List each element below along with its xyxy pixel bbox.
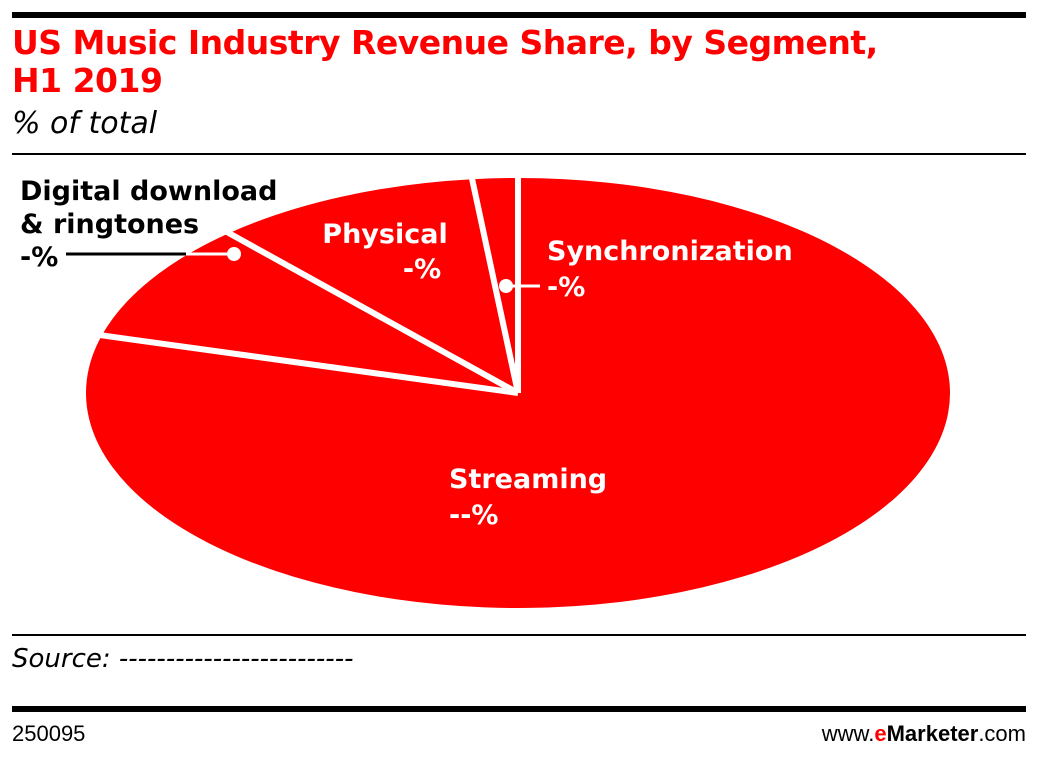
- pie-labels: Streaming--%Digital download& ringtones-…: [20, 176, 793, 531]
- slice-value-streaming: --%: [449, 500, 498, 531]
- pie-divider-line: [225, 229, 520, 396]
- top-rule: [12, 12, 1026, 18]
- chart-title-line-1: US Music Industry Revenue Share, by Segm…: [12, 23, 878, 62]
- source-value: -------------------------: [118, 644, 354, 674]
- pie-divider-line: [468, 176, 521, 394]
- pie-slices: [86, 178, 951, 609]
- slice-value-digital-download-ringtones: -%: [20, 242, 58, 273]
- leader-dot-synchronization: [499, 279, 513, 293]
- leader-dot-digital-download-ringtones: [227, 247, 241, 261]
- slice-label-digital-download-ringtones: Digital download: [20, 176, 277, 207]
- pie-leader-lines: [66, 247, 540, 293]
- brand-prefix: www.: [821, 721, 875, 746]
- source-label: Source:: [12, 644, 111, 674]
- pie-slice-physical: [228, 179, 518, 393]
- chart-id: 250095: [12, 721, 86, 746]
- slice-label-synchronization: Synchronization: [547, 236, 793, 267]
- footer-divider: [12, 634, 1026, 636]
- chart-subtitle: % of total: [12, 106, 158, 141]
- pie-slice-digital-download-ringtones: [101, 233, 519, 393]
- chart-title: US Music Industry Revenue Share, by Segm…: [12, 24, 1012, 100]
- pie-chart: Streaming--%Digital download& ringtones-…: [20, 176, 951, 609]
- brand-link[interactable]: www.eMarketer.com: [822, 721, 1026, 747]
- bottom-rule: [12, 706, 1026, 712]
- slice-label-digital-download-ringtones: & ringtones: [20, 209, 199, 240]
- pie-slice-streaming: [86, 178, 951, 609]
- brand-name: Marketer: [886, 721, 979, 746]
- pie-divider-line: [99, 332, 519, 396]
- brand-suffix: .com: [978, 721, 1026, 746]
- header-divider: [12, 153, 1026, 155]
- chart-title-line-2: H1 2019: [12, 61, 163, 100]
- slice-label-streaming: Streaming: [449, 464, 607, 495]
- brand-e: e: [874, 721, 887, 746]
- slice-label-physical: Physical: [322, 219, 447, 250]
- slice-value-synchronization: -%: [547, 272, 585, 303]
- slice-value-physical: -%: [403, 254, 441, 285]
- source-line: Source: -------------------------: [12, 643, 353, 675]
